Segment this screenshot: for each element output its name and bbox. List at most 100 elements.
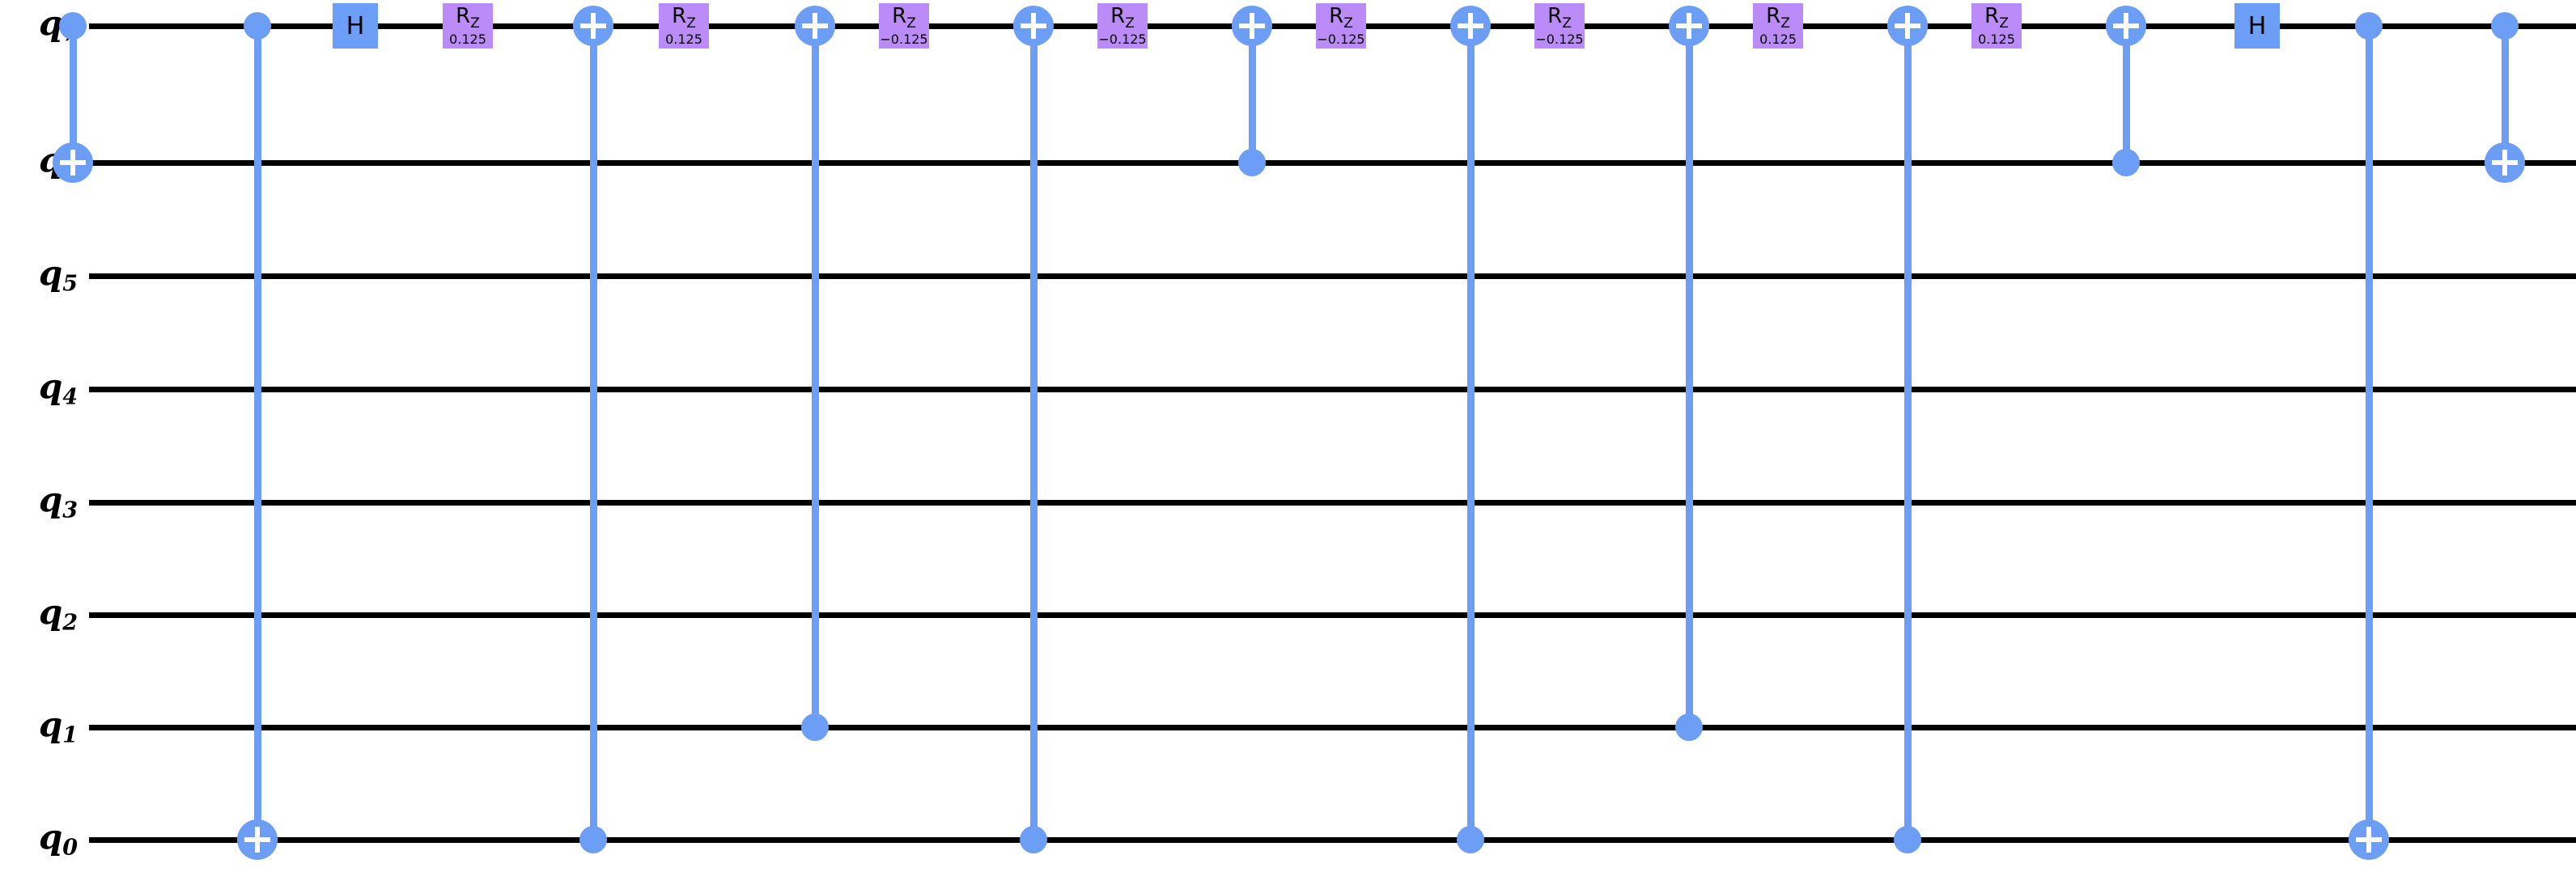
rz-gate-r5[interactable]: RZ−0.125: [1316, 3, 1366, 49]
gate-label-main: R: [672, 3, 687, 28]
gate-label: RZ: [1110, 6, 1135, 31]
cnot-control-dot-c10[interactable]: [2112, 149, 2140, 176]
gate-label: H: [346, 11, 365, 40]
qubit-label-index: 2: [62, 610, 78, 636]
gate-label: RZ: [1547, 6, 1572, 31]
qubit-label-q2: q2: [8, 595, 78, 634]
qubit-label-base: q: [38, 3, 63, 43]
cnot-connector-c7: [1467, 26, 1475, 840]
qubit-wire-q1: [89, 725, 2576, 730]
cnot-target-icon-c6[interactable]: [1232, 6, 1272, 46]
cnot-target-icon-c1[interactable]: [53, 142, 93, 183]
qubit-wire-q2: [89, 612, 2576, 618]
cnot-connector-c8: [1686, 26, 1693, 727]
cnot-target-icon-c4[interactable]: [795, 6, 835, 46]
gate-label: RZ: [672, 6, 696, 31]
cnot-target-icon-c11[interactable]: [2349, 819, 2389, 860]
cnot-control-dot-c4[interactable]: [801, 713, 829, 741]
cnot-connector-c10: [2123, 26, 2130, 163]
cnot-control-dot-c3[interactable]: [579, 826, 607, 853]
gate-label-subscript: Z: [906, 15, 916, 32]
qubit-wire-q3: [89, 500, 2576, 506]
cnot-target-icon-c10[interactable]: [2106, 6, 2146, 46]
rz-parameter-value: 0.125: [665, 32, 702, 48]
rz-gate-r4[interactable]: RZ−0.125: [1097, 3, 1148, 49]
qubit-label-q5: q5: [8, 256, 78, 295]
qubit-label-base: q: [38, 253, 63, 293]
rz-parameter-value: 0.125: [1759, 32, 1797, 48]
rz-parameter-value: 0.125: [1978, 32, 2015, 48]
gate-label-subscript: Z: [1343, 15, 1353, 32]
cnot-connector-c5: [1030, 26, 1038, 840]
cnot-connector-c3: [590, 26, 597, 840]
cnot-control-dot-c11[interactable]: [2355, 12, 2383, 40]
qubit-wire-q6: [89, 160, 2576, 166]
cnot-target-icon-c2[interactable]: [237, 819, 278, 860]
cnot-target-icon-c3[interactable]: [573, 6, 613, 46]
gate-label-subscript: Z: [1125, 15, 1135, 32]
qubit-label-index: 1: [62, 722, 78, 748]
gate-label-main: R: [1329, 3, 1344, 28]
gate-label: RZ: [456, 6, 480, 31]
qubit-label-index: 5: [62, 271, 78, 297]
qubit-wire-q0: [89, 837, 2576, 843]
gate-label-subscript: Z: [1999, 15, 2009, 32]
qubit-label-base: q: [38, 480, 63, 519]
cnot-target-icon-c5[interactable]: [1013, 6, 1054, 46]
qubit-label-base: q: [38, 366, 63, 406]
hadamard-gate-g2[interactable]: H: [2234, 3, 2280, 49]
cnot-connector-c9: [1904, 26, 1912, 840]
cnot-control-dot-c7[interactable]: [1457, 826, 1484, 853]
rz-parameter-value: −0.125: [1098, 32, 1147, 48]
rz-parameter-value: −0.125: [1535, 32, 1584, 48]
qubit-wire-q5: [89, 273, 2576, 279]
qubit-label-base: q: [38, 592, 63, 632]
cnot-connector-c1: [70, 26, 77, 163]
qubit-label-q3: q3: [8, 483, 78, 522]
gate-label: RZ: [1984, 6, 2009, 31]
gate-label-subscript: Z: [1780, 15, 1790, 32]
qubit-label-q0: q0: [8, 820, 78, 859]
qubit-label-q4: q4: [8, 370, 78, 408]
cnot-control-dot-c2[interactable]: [244, 12, 271, 40]
cnot-target-icon-c7[interactable]: [1450, 6, 1491, 46]
qubit-label-base: q: [38, 817, 63, 857]
cnot-control-dot-c8[interactable]: [1675, 713, 1703, 741]
cnot-control-dot-c1[interactable]: [59, 12, 87, 40]
cnot-connector-c4: [812, 26, 819, 727]
hadamard-gate-g1[interactable]: H: [333, 3, 378, 49]
gate-label-main: R: [1547, 3, 1563, 28]
cnot-connector-c2: [254, 26, 261, 840]
qubit-label-index: 4: [62, 384, 78, 410]
gate-label-main: R: [892, 3, 907, 28]
qubit-label-index: 3: [62, 497, 78, 523]
cnot-control-dot-c9[interactable]: [1894, 826, 1921, 853]
rz-gate-r3[interactable]: RZ−0.125: [879, 3, 929, 49]
gate-label-subscript: Z: [470, 15, 480, 32]
gate-label: RZ: [892, 6, 916, 31]
qubit-label-q1: q1: [8, 708, 78, 747]
gate-label: RZ: [1766, 6, 1790, 31]
rz-parameter-value: −0.125: [880, 32, 928, 48]
cnot-target-icon-c9[interactable]: [1887, 6, 1928, 46]
cnot-control-dot-c5[interactable]: [1020, 826, 1047, 853]
gate-label-main: R: [1766, 3, 1781, 28]
qubit-wire-q4: [89, 387, 2576, 392]
cnot-connector-c6: [1249, 26, 1256, 163]
cnot-target-icon-c8[interactable]: [1669, 6, 1709, 46]
cnot-control-dot-c6[interactable]: [1238, 149, 1266, 176]
cnot-target-icon-c12[interactable]: [2485, 142, 2525, 183]
gate-label-subscript: Z: [1562, 15, 1572, 32]
rz-parameter-value: 0.125: [449, 32, 486, 48]
rz-parameter-value: −0.125: [1317, 32, 1365, 48]
cnot-connector-c11: [2366, 26, 2373, 840]
cnot-control-dot-c12[interactable]: [2491, 12, 2519, 40]
qubit-label-base: q: [38, 705, 63, 744]
rz-gate-r6[interactable]: RZ−0.125: [1534, 3, 1585, 49]
gate-label-main: R: [456, 3, 471, 28]
